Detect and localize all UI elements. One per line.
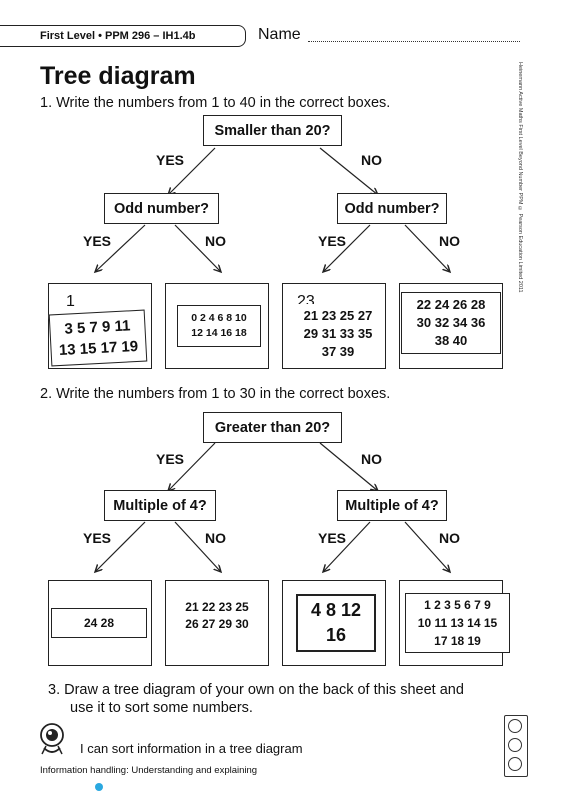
arrow-q2-root-yes [168, 442, 216, 491]
answer-line: 4 8 12 [310, 600, 362, 620]
q2-right-yes: YES [318, 530, 347, 546]
q2-left-node: Multiple of 4? [104, 490, 216, 521]
bullet-dot [95, 783, 103, 791]
learning-statement: I can sort information in a tree diagram [80, 741, 303, 756]
answer-line: 24 28 [83, 616, 115, 630]
q2-right-no: NO [439, 530, 460, 546]
q1-box4-answer: 22 24 26 28 30 32 34 36 38 40 [401, 292, 501, 354]
answer-line: 10 11 13 14 15 [417, 616, 498, 630]
traffic-light-icon [504, 715, 528, 777]
q2-box2-answer: 21 22 23 25 26 27 29 30 [168, 597, 266, 635]
answer-line: 30 32 34 36 [416, 315, 486, 330]
answer-line: 13 15 17 19 [58, 337, 139, 360]
arrow-q1-root-no [319, 147, 378, 195]
q1-box2-answer: 0 2 4 6 8 10 12 14 16 18 [177, 305, 261, 347]
answer-line: 29 31 33 35 [303, 326, 373, 341]
answer-line: 12 14 16 18 [191, 327, 247, 339]
answer-line: 21 22 23 25 [185, 600, 249, 614]
q1-right-node: Odd number? [337, 193, 447, 224]
answer-line: 0 2 4 6 8 10 [191, 312, 247, 324]
q2-root-no: NO [361, 451, 382, 467]
q2-root-yes: YES [156, 451, 185, 467]
name-label: Name [258, 26, 301, 43]
answer-line: 21 23 25 27 [303, 308, 373, 323]
arrow-q2-right-no [404, 521, 450, 572]
mascot-icon [40, 723, 64, 755]
answer-line: 16 [325, 625, 347, 645]
arrow-q2-left-no [174, 521, 221, 572]
level-tag: First Level • PPM 296 – IH1.4b [0, 25, 246, 47]
arrow-q2-left-yes [95, 521, 146, 572]
question-3-line-1: 3. Draw a tree diagram of your own on th… [48, 682, 464, 698]
arrow-q1-right-no [404, 224, 450, 272]
q1-root-no: NO [361, 152, 382, 168]
answer-line: 17 18 19 [434, 634, 481, 648]
arrow-q2-root-no [319, 442, 378, 491]
arrow-q1-left-yes [95, 224, 146, 272]
q1-root-yes: YES [156, 152, 185, 168]
traffic-light-bottom [508, 757, 522, 771]
traffic-light-middle [508, 738, 522, 752]
q2-left-no: NO [205, 530, 226, 546]
q1-left-node: Odd number? [104, 193, 219, 224]
q1-box3-answer: 21 23 25 27 29 31 33 35 37 39 [292, 304, 384, 364]
q2-root-node: Greater than 20? [203, 412, 342, 443]
page-title: Tree diagram [40, 62, 196, 90]
question-1: 1. Write the numbers from 1 to 40 in the… [40, 95, 391, 111]
arrow-q1-right-yes [323, 224, 371, 272]
q2-box1-answer: 24 28 [51, 608, 147, 638]
q1-root-node: Smaller than 20? [203, 115, 342, 146]
q2-box4-answer: 1 2 3 5 6 7 9 10 11 13 14 15 17 18 19 [405, 593, 510, 653]
q2-left-yes: YES [83, 530, 112, 546]
q1-left-yes: YES [83, 233, 112, 249]
q1-right-yes: YES [318, 233, 347, 249]
answer-line: 26 27 29 30 [185, 617, 249, 631]
q2-box3-answer: 4 8 12 16 [296, 594, 376, 652]
answer-line: 37 39 [321, 344, 355, 359]
answer-line: 22 24 26 28 [416, 297, 486, 312]
answer-line: 38 40 [434, 333, 468, 348]
q1-left-no: NO [205, 233, 226, 249]
side-credit: Heinemann Active Maths First Level Beyon… [517, 62, 523, 293]
q2-right-node: Multiple of 4? [337, 490, 447, 521]
arrow-q1-left-no [174, 224, 221, 272]
traffic-light-top [508, 719, 522, 733]
arrow-q1-root-yes [168, 147, 216, 195]
curriculum-strand: Information handling: Understanding and … [40, 765, 258, 776]
question-3-line-2: use it to sort some numbers. [70, 700, 253, 716]
q1-right-no: NO [439, 233, 460, 249]
name-line [308, 41, 520, 42]
q1-box1-answer: 3 5 7 9 11 13 15 17 19 [48, 309, 148, 367]
q1-box1-written: 1 [66, 293, 75, 310]
arrow-q2-right-yes [323, 521, 371, 572]
answer-line: 1 2 3 5 6 7 9 [424, 598, 491, 612]
question-2: 2. Write the numbers from 1 to 30 in the… [40, 386, 391, 402]
